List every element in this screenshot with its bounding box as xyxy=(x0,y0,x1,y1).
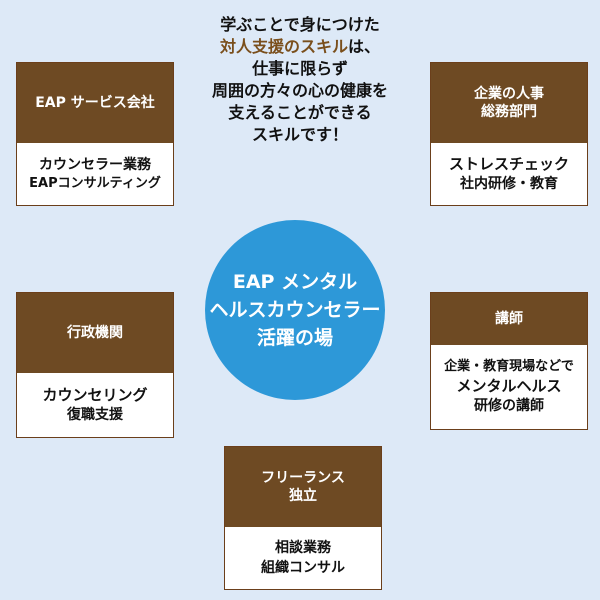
card-corporate-hr-body: ストレスチェック 社内研修・教育 xyxy=(431,143,587,205)
center-circle: EAP メンタル ヘルスカウンセラー 活躍の場 xyxy=(205,220,385,400)
card-government-header: 行政機関 xyxy=(17,293,173,373)
intro-line-1: 学ぶことで身につけた xyxy=(220,15,380,34)
card-eap-service-title: EAP サービス会社 xyxy=(35,95,155,111)
card-eap-service-line-2: EAPコンサルティング xyxy=(29,176,161,191)
card-freelance-title-1: フリーランス xyxy=(261,470,345,486)
intro-line-2: 対人支援のスキルは、 xyxy=(175,36,425,58)
intro-text: 学ぶことで身につけた 対人支援のスキルは、 仕事に限らず 周囲の方々の心の健康を… xyxy=(175,14,425,146)
center-line-2: ヘルスカウンセラー xyxy=(209,299,381,321)
card-eap-service: EAP サービス会社 カウンセラー業務 EAPコンサルティング xyxy=(16,62,174,206)
card-corporate-hr-line-2: 社内研修・教育 xyxy=(460,176,558,192)
center-line-3: 活躍の場 xyxy=(256,327,333,349)
card-corporate-hr: 企業の人事 総務部門 ストレスチェック 社内研修・教育 xyxy=(430,62,588,206)
card-lecturer-title: 講師 xyxy=(495,311,523,327)
card-government-title: 行政機関 xyxy=(67,325,123,341)
card-lecturer-body: 企業・教育現場などで メンタルヘルス 研修の講師 xyxy=(431,345,587,429)
intro-highlight: 対人支援のスキル xyxy=(219,37,348,56)
intro-line-2-rest: は、 xyxy=(348,37,381,56)
card-eap-service-line-1: カウンセラー業務 xyxy=(39,157,151,173)
card-lecturer-line-1: 企業・教育現場などで xyxy=(444,359,574,374)
intro-line-6: スキルです！ xyxy=(251,125,348,144)
card-corporate-hr-title-2: 総務部門 xyxy=(481,104,537,120)
card-government: 行政機関 カウンセリング 復職支援 xyxy=(16,292,174,438)
card-corporate-hr-line-1: ストレスチェック xyxy=(448,155,569,173)
card-freelance-body: 相談業務 組織コンサル xyxy=(225,527,381,589)
card-lecturer-line-3: 研修の講師 xyxy=(474,398,544,414)
card-freelance-title-2: 独立 xyxy=(289,488,317,504)
card-lecturer: 講師 企業・教育現場などで メンタルヘルス 研修の講師 xyxy=(430,292,588,430)
card-government-line-1: カウンセリング xyxy=(42,386,148,404)
card-government-line-2: 復職支援 xyxy=(67,407,123,423)
card-corporate-hr-header: 企業の人事 総務部門 xyxy=(431,63,587,143)
intro-line-5: 支えることができる xyxy=(228,103,372,122)
card-eap-service-body: カウンセラー業務 EAPコンサルティング xyxy=(17,143,173,205)
card-freelance-line-2: 組織コンサル xyxy=(261,560,345,576)
card-freelance: フリーランス 独立 相談業務 組織コンサル xyxy=(224,446,382,590)
card-lecturer-header: 講師 xyxy=(431,293,587,345)
card-freelance-header: フリーランス 独立 xyxy=(225,447,381,527)
intro-line-3: 仕事に限らず xyxy=(252,59,348,78)
intro-line-4: 周囲の方々の心の健康を xyxy=(211,81,388,100)
card-corporate-hr-title-1: 企業の人事 xyxy=(474,86,544,102)
card-lecturer-line-2: メンタルヘルス xyxy=(456,377,562,395)
center-line-1: EAP メンタル xyxy=(232,271,358,293)
card-government-body: カウンセリング 復職支援 xyxy=(17,373,173,437)
card-freelance-line-1: 相談業務 xyxy=(275,540,331,556)
card-eap-service-header: EAP サービス会社 xyxy=(17,63,173,143)
